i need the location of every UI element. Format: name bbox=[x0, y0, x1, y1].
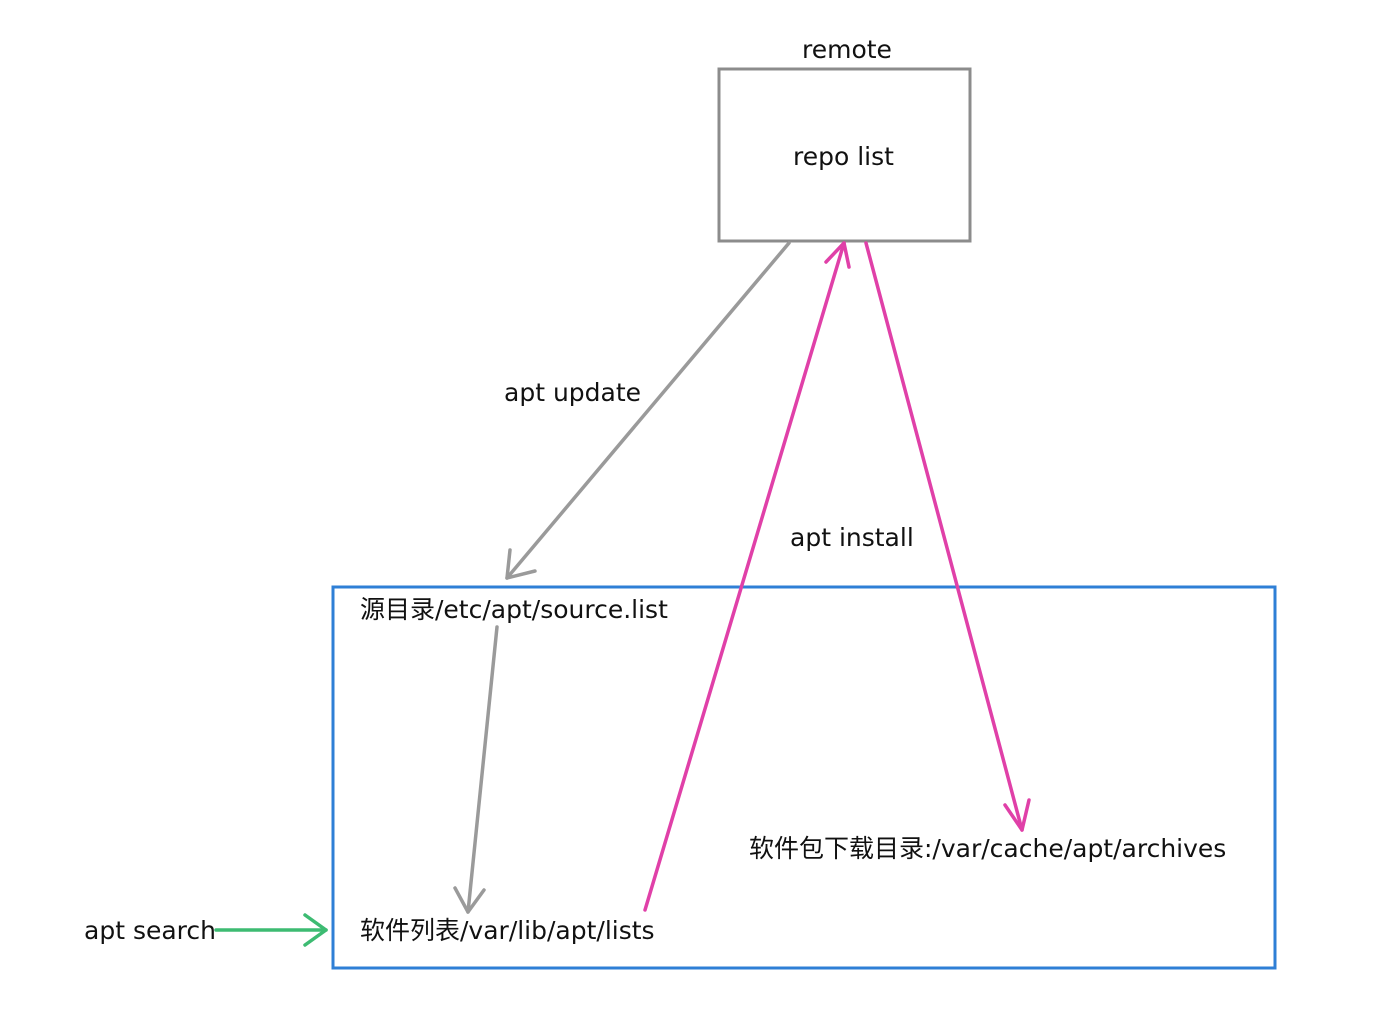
install-download-arrow bbox=[864, 241, 1031, 832]
apt-install-label: apt install bbox=[790, 523, 914, 552]
install-request-arrow bbox=[643, 241, 851, 912]
update-arrow bbox=[505, 241, 791, 580]
apt-search-label: apt search bbox=[84, 916, 216, 945]
search-arrow bbox=[214, 913, 328, 947]
remote-caption: remote bbox=[802, 35, 892, 64]
source-list-label: 源目录/etc/apt/source.list bbox=[360, 595, 668, 624]
remote-repo-box bbox=[717, 67, 972, 243]
repo-list-label: repo list bbox=[793, 142, 894, 171]
source-to-lists-arrow bbox=[453, 625, 499, 914]
archives-label: 软件包下载目录:/var/cache/apt/archives bbox=[749, 834, 1227, 863]
apt-update-label: apt update bbox=[504, 378, 642, 407]
local-system-box bbox=[331, 585, 1277, 970]
package-lists-label: 软件列表/var/lib/apt/lists bbox=[360, 916, 655, 945]
